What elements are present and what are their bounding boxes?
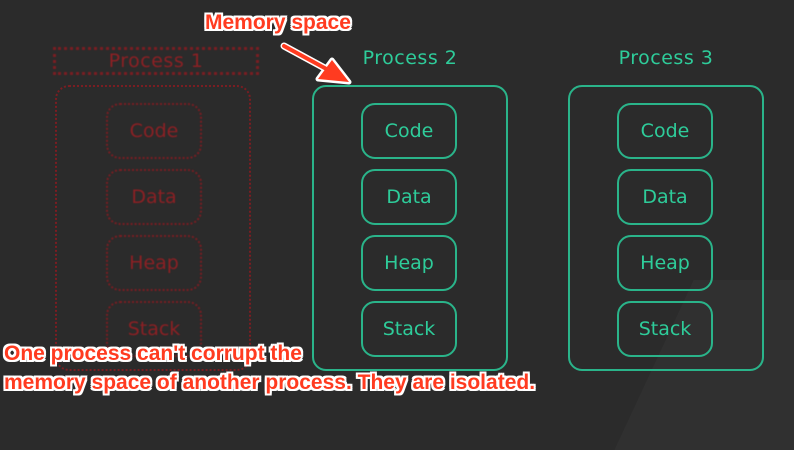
- process-2-memory-space: Code Data Heap Stack: [312, 85, 508, 371]
- isolation-note-line-2: memory space of another process. They ar…: [4, 371, 536, 394]
- process-3-stack-segment: Stack: [617, 301, 713, 357]
- process-1-stack-segment: Stack: [106, 301, 202, 357]
- arrow-icon: [280, 42, 352, 85]
- process-2-title: Process 2: [362, 47, 458, 69]
- process-2-data-segment: Data: [361, 169, 457, 225]
- process-1-data-segment: Data: [106, 169, 202, 225]
- process-1-memory-space: Code Data Heap Stack: [55, 85, 251, 371]
- process-3-code-segment: Code: [617, 103, 713, 159]
- process-3-memory-space: Code Data Heap Stack: [568, 85, 764, 371]
- memory-space-annotation: Memory space: [205, 11, 351, 34]
- process-3-heap-segment: Heap: [617, 235, 713, 291]
- process-2-heap-segment: Heap: [361, 235, 457, 291]
- process-3-title: Process 3: [618, 47, 714, 69]
- process-2-stack-segment: Stack: [361, 301, 457, 357]
- process-3-data-segment: Data: [617, 169, 713, 225]
- process-2-code-segment: Code: [361, 103, 457, 159]
- isolation-note-line-1: One process can't corrupt the: [4, 342, 302, 365]
- process-1-title: Process 1: [53, 47, 259, 75]
- process-1-heap-segment: Heap: [106, 235, 202, 291]
- process-1-code-segment: Code: [106, 103, 202, 159]
- isolation-note: One process can't corrupt the memory spa…: [4, 339, 535, 397]
